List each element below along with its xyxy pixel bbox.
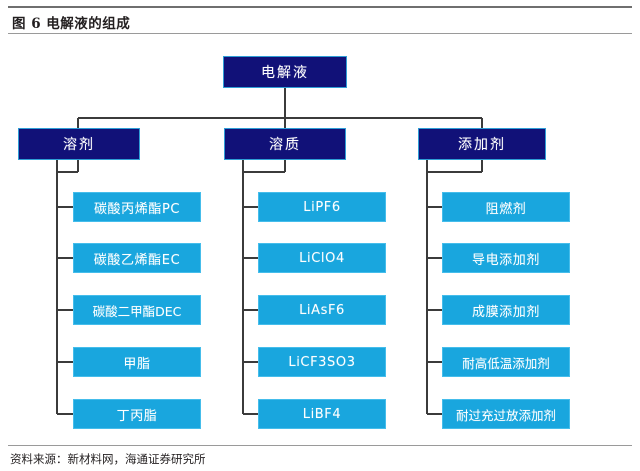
node-leaf-additive-5[interactable]: 耐过充过放添加剂 <box>442 399 570 429</box>
node-leaf-solvent-5[interactable]: 丁丙脂 <box>73 399 201 429</box>
figure-header: 图 6 电解液的组成 <box>8 6 632 34</box>
node-leaf-solute-4[interactable]: LiCF3SO3 <box>258 347 386 377</box>
node-leaf-additive-4[interactable]: 耐高低温添加剂 <box>442 347 570 377</box>
node-leaf-solute-1[interactable]: LiPF6 <box>258 192 386 222</box>
node-leaf-solute-2[interactable]: LiClO4 <box>258 243 386 273</box>
source-note: 资料来源：新材料网，海通证券研究所 <box>10 452 206 466</box>
node-branch-additive[interactable]: 添加剂 <box>418 128 546 160</box>
node-branch-solvent[interactable]: 溶剂 <box>18 128 140 160</box>
figure-footer: 资料来源：新材料网，海通证券研究所 <box>8 445 632 466</box>
node-root[interactable]: 电解液 <box>223 56 347 88</box>
node-leaf-additive-3[interactable]: 成膜添加剂 <box>442 295 570 325</box>
node-branch-solute[interactable]: 溶质 <box>224 128 346 160</box>
node-leaf-additive-1[interactable]: 阻燃剂 <box>442 192 570 222</box>
node-leaf-solvent-3[interactable]: 碳酸二甲酯DEC <box>73 295 201 325</box>
node-leaf-solvent-4[interactable]: 甲脂 <box>73 347 201 377</box>
node-leaf-solute-5[interactable]: LiBF4 <box>258 399 386 429</box>
node-leaf-solute-3[interactable]: LiAsF6 <box>258 295 386 325</box>
page-title: 图 6 电解液的组成 <box>12 16 131 32</box>
node-leaf-additive-2[interactable]: 导电添加剂 <box>442 243 570 273</box>
node-leaf-solvent-2[interactable]: 碳酸乙烯酯EC <box>73 243 201 273</box>
node-leaf-solvent-1[interactable]: 碳酸丙烯酯PC <box>73 192 201 222</box>
